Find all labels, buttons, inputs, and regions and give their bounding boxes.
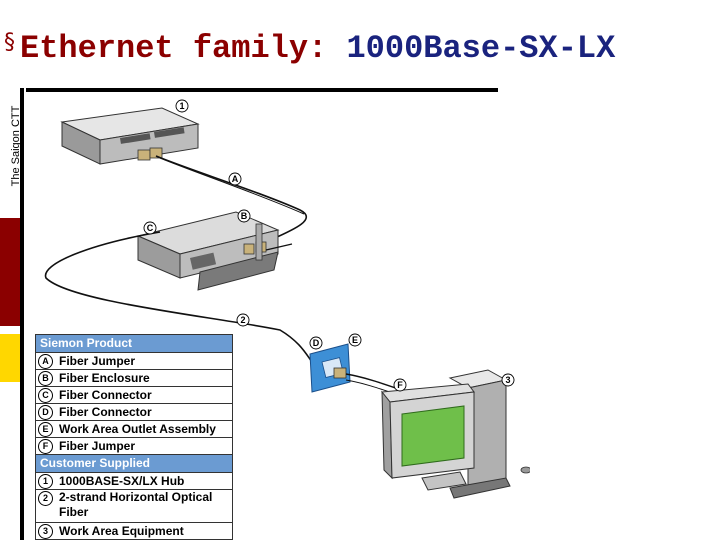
hub-device: [60, 107, 200, 165]
legend-label: Fiber Enclosure: [59, 371, 150, 385]
side-accent-yellow: [0, 334, 20, 382]
title-part-2: 1000Base-SX-LX: [346, 30, 616, 67]
legend-label: Fiber Jumper: [59, 439, 136, 453]
legend-row: D Fiber Connector: [36, 404, 232, 421]
fiber-jumper-a: [155, 155, 308, 243]
horizontal-optical-fiber: [44, 231, 313, 363]
legend-row: 3 Work Area Equipment: [36, 523, 232, 539]
title-bullet: §: [4, 30, 15, 55]
legend-header-customer: Customer Supplied: [36, 455, 232, 473]
legend-label: 2-strand Horizontal Optical Fiber: [59, 490, 213, 519]
legend-row: A Fiber Jumper: [36, 353, 232, 370]
svg-text:C: C: [147, 223, 154, 233]
legend-marker: C: [38, 387, 53, 403]
svg-text:2: 2: [240, 315, 245, 325]
legend-marker: 3: [38, 523, 53, 539]
svg-text:B: B: [241, 211, 248, 221]
legend-marker: A: [38, 353, 53, 369]
fiber-enclosure: [136, 211, 280, 291]
legend-marker: B: [38, 370, 53, 386]
legend-label: Work Area Outlet Assembly: [59, 422, 216, 436]
svg-text:E: E: [352, 335, 358, 345]
svg-text:F: F: [397, 380, 403, 390]
legend-row: C Fiber Connector: [36, 387, 232, 404]
legend-label: Fiber Connector: [59, 405, 152, 419]
svg-text:A: A: [232, 174, 239, 184]
legend-row: 2 2-strand Horizontal Optical Fiber: [36, 490, 232, 523]
legend-header-siemon: Siemon Product: [36, 335, 232, 353]
callout-f: F: [393, 378, 407, 392]
svg-text:3: 3: [505, 375, 510, 385]
callout-hub: 1: [175, 99, 189, 113]
callout-e: E: [348, 333, 362, 347]
legend-marker: F: [38, 438, 53, 454]
legend-marker: D: [38, 404, 53, 420]
horizontal-optical-fiber-b: [265, 243, 293, 251]
legend-label: Work Area Equipment: [59, 524, 184, 538]
legend-row: B Fiber Enclosure: [36, 370, 232, 387]
network-diagram: 1 A B C 2 D E F 3: [44, 99, 530, 499]
work-area-equipment: [381, 369, 530, 499]
svg-text:D: D: [313, 338, 320, 348]
side-label: The Saigon CTT: [10, 105, 22, 187]
legend-row: F Fiber Jumper: [36, 438, 232, 455]
callout-b: B: [237, 209, 251, 223]
side-accent-red: [0, 218, 20, 326]
slide-title: Ethernet family: 1000Base-SX-LX: [20, 30, 615, 67]
title-underline: [26, 88, 498, 92]
title-part-1: Ethernet family:: [20, 30, 347, 67]
fiber-jumper-a-second: [159, 157, 305, 215]
callout-equipment: 3: [501, 373, 515, 387]
legend-label: 1000BASE-SX/LX Hub: [59, 474, 185, 488]
legend-marker: 2: [38, 491, 53, 506]
callout-a: A: [228, 172, 242, 186]
left-vertical-rule: [20, 88, 24, 540]
legend-marker: 1: [38, 473, 53, 489]
legend-marker: E: [38, 421, 53, 437]
callout-d: D: [309, 336, 323, 350]
legend-label: Fiber Connector: [59, 388, 152, 402]
work-area-outlet: [309, 343, 351, 393]
callout-c: C: [143, 221, 157, 235]
callout-horizontal-fiber: 2: [236, 313, 250, 327]
legend-label: Fiber Jumper: [59, 354, 136, 368]
legend-row: 1 1000BASE-SX/LX Hub: [36, 473, 232, 490]
legend-table: Siemon Product A Fiber Jumper B Fiber Encl…: [35, 334, 233, 540]
svg-text:1: 1: [179, 101, 184, 111]
hub-connector: [137, 147, 163, 161]
legend-row: E Work Area Outlet Assembly: [36, 421, 232, 438]
